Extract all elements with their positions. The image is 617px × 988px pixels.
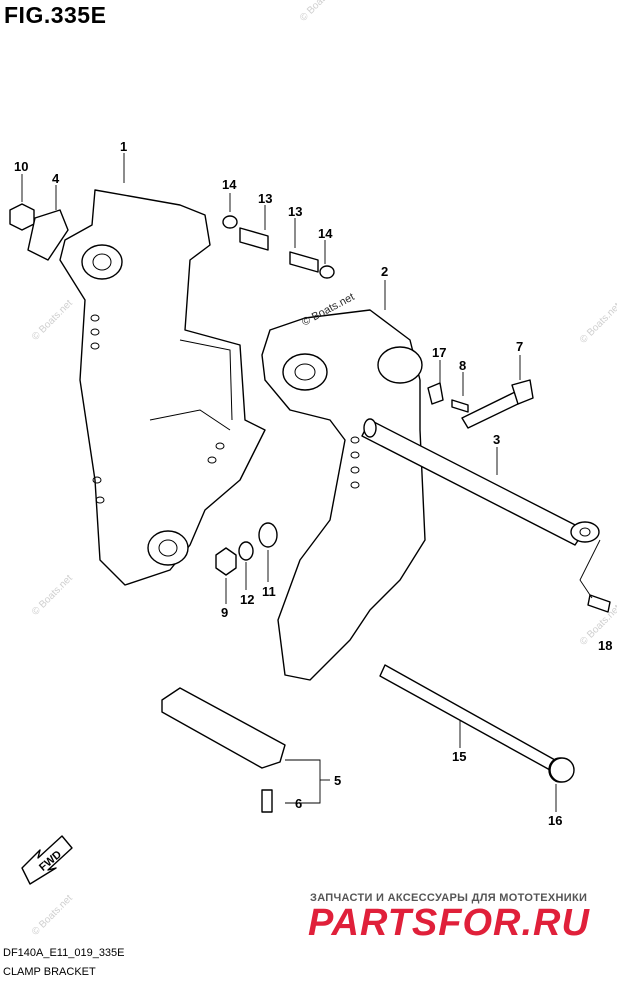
- callout-2: 2: [381, 264, 388, 279]
- figure-title: FIG.335E: [4, 2, 107, 28]
- diagram-caption: CLAMP BRACKET: [3, 966, 96, 978]
- callout-11: 11: [262, 584, 276, 599]
- small-parts: [9, 203, 611, 813]
- callout-18: 18: [598, 638, 612, 653]
- callout-15: 15: [452, 749, 466, 764]
- callout-5: 5: [334, 773, 341, 788]
- callout-17: 17: [432, 345, 446, 360]
- clamp-shaft: [361, 418, 600, 546]
- fwd-arrow-icon: FWD: [21, 835, 73, 885]
- callout-3: 3: [493, 432, 500, 447]
- ad-tagline: ЗАПЧАСТИ И АКСЕССУАРЫ ДЛЯ МОТОТЕХНИКИ: [310, 892, 588, 904]
- callout-1: 1: [120, 139, 127, 154]
- callout-13-b: 13: [288, 204, 302, 219]
- leader-lines: [21, 153, 601, 812]
- callouts: 1 2 3 4 5 6 7 8 9 10 11 12 13 13 14 14 1…: [14, 139, 612, 828]
- ad-logo: PARTSFOR.RU: [308, 902, 590, 944]
- anode-plate: [161, 687, 286, 769]
- callout-10: 10: [14, 159, 28, 174]
- diagram-code: DF140A_E11_019_335E: [3, 947, 125, 959]
- callout-16: 16: [548, 813, 562, 828]
- callout-7: 7: [516, 339, 523, 354]
- callout-8: 8: [459, 358, 466, 373]
- callout-4: 4: [52, 171, 60, 186]
- clamp-bracket-left: [59, 189, 266, 586]
- callout-12: 12: [240, 592, 254, 607]
- callout-6: 6: [295, 796, 302, 811]
- callout-14-b: 14: [318, 226, 333, 241]
- clamp-bracket-right: [261, 309, 426, 681]
- callout-13-a: 13: [258, 191, 272, 206]
- long-bolt: [379, 664, 572, 783]
- callout-14-a: 14: [222, 177, 237, 192]
- callout-9: 9: [221, 605, 228, 620]
